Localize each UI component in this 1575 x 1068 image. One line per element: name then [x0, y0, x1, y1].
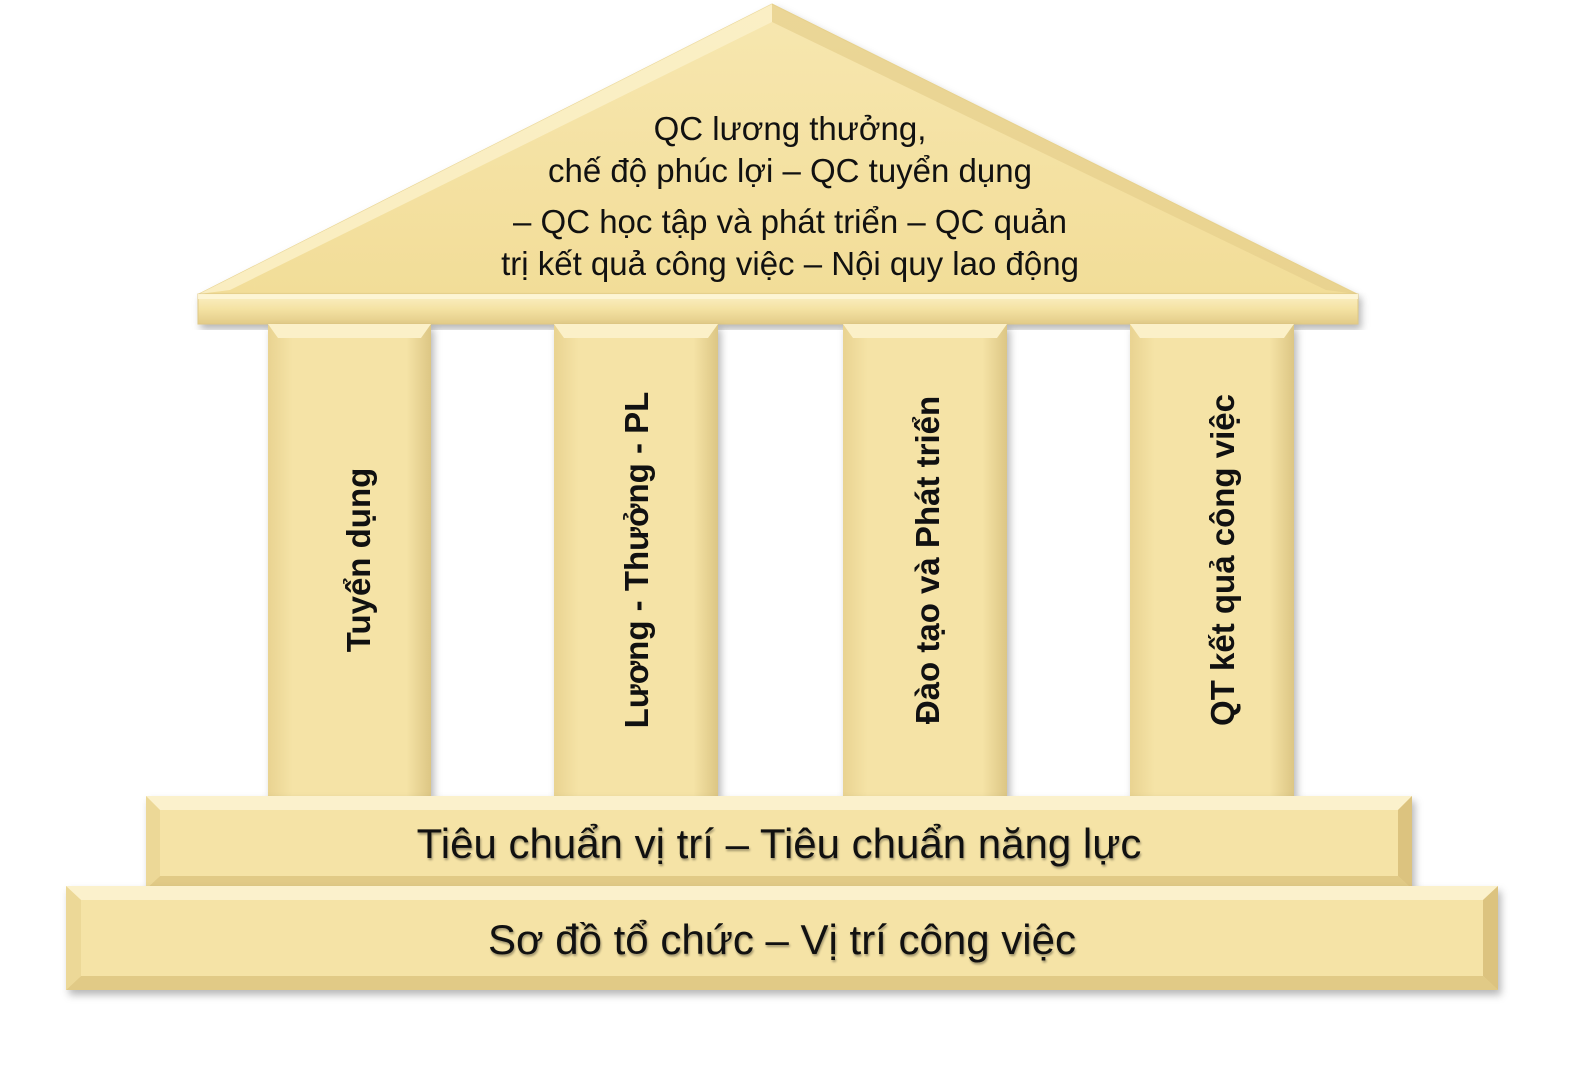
roof-bevel-left: [199, 4, 772, 294]
pillar-label-performance: QT kết quả công việc: [1204, 394, 1241, 726]
roof-text-line-1: QC lương thưởng,: [653, 110, 927, 147]
roof-text-line-2: chế độ phúc lợi – QC tuyển dụng: [548, 152, 1032, 189]
roof-text-line-3: – QC học tập và phát triển – QC quản: [513, 203, 1067, 240]
pillar-label-salary-bonus: Lương - Thưởng - PL: [618, 391, 655, 729]
roof-bevel-right: [772, 4, 1357, 294]
pillar-label-recruitment: Tuyển dụng: [340, 467, 377, 653]
pillar-4: [1130, 324, 1294, 796]
lower-step: [66, 886, 1498, 990]
pillar-label-training: Đào tạo và Phát triển: [909, 395, 946, 725]
roof-text-line-4: trị kết quả công việc – Nội quy lao động: [501, 245, 1079, 282]
lower-step-label: Sơ đồ tổ chức – Vị trí công việc: [488, 916, 1076, 963]
pillars: [268, 324, 1294, 796]
roof-beam: [197, 293, 1359, 325]
pillar-2: [554, 324, 718, 796]
pillar-1: [268, 324, 431, 796]
roof: [198, 3, 1358, 295]
upper-step-label: Tiêu chuẩn vị trí – Tiêu chuẩn năng lực: [416, 820, 1142, 867]
upper-step: [146, 796, 1412, 889]
pillar-3: [843, 324, 1007, 796]
